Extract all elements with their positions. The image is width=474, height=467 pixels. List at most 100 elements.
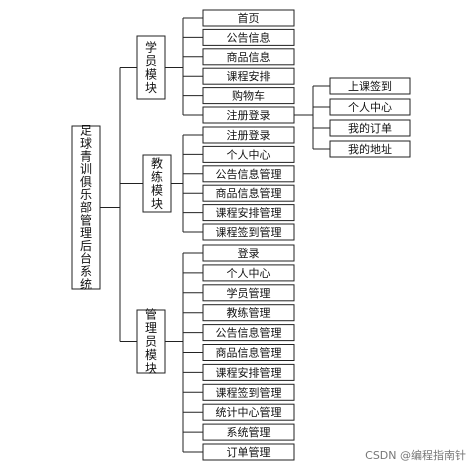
module-2-item-label: 课程安排管理 <box>216 206 282 220</box>
sub-item: 个人中心 <box>329 98 411 116</box>
module-3-item-box <box>202 363 295 381</box>
module-3-item: 公告信息管理 <box>202 324 295 342</box>
module-1-box <box>136 35 166 100</box>
module-3-char: 员 <box>145 335 157 349</box>
sub-item-label: 个人中心 <box>348 101 392 114</box>
module-1-char: 模 <box>145 67 157 81</box>
root-node-char: 部 <box>80 200 92 215</box>
module-3-item: 系统管理 <box>202 423 295 441</box>
root-node-box <box>71 125 101 290</box>
module-3-char: 理 <box>145 321 157 335</box>
sub-item-box <box>329 119 411 137</box>
module-2-item: 课程签到管理 <box>202 223 295 241</box>
root-node-char: 球 <box>80 137 92 151</box>
module-3-item-label: 公告信息管理 <box>216 326 282 340</box>
module-2-char: 块 <box>151 197 163 211</box>
root-node-label: 足球青训俱乐部管理后台系统 <box>80 124 92 292</box>
sub-item-box <box>329 98 411 116</box>
module-1-item-label: 购物车 <box>232 89 265 103</box>
module-1-item-label: 课程安排 <box>227 69 271 83</box>
module-1-item-box <box>202 87 295 105</box>
module-3-char: 管 <box>145 307 157 322</box>
module-2-item-box <box>202 184 295 202</box>
module-3-item-box <box>202 264 295 282</box>
module-2-item: 注册登录 <box>202 126 295 144</box>
module-2-label: 教练模块 <box>151 155 163 211</box>
module-3-item: 商品信息管理 <box>202 344 295 361</box>
module-1-item: 商品信息 <box>202 48 295 66</box>
module-3-item: 订单管理 <box>202 443 295 461</box>
module-2-box <box>142 154 172 213</box>
root-node-char: 乐 <box>80 188 92 202</box>
module-1-item-label: 注册登录 <box>227 108 271 122</box>
sub-item-label: 上课签到 <box>348 79 392 93</box>
module-1-item-box <box>202 28 295 46</box>
module-1-char: 块 <box>145 81 157 95</box>
module-1-item-label: 公告信息 <box>227 30 271 44</box>
module-1-item: 首页 <box>202 9 295 27</box>
module-2-item-label: 注册登录 <box>227 128 271 142</box>
module-3-item: 登录 <box>202 244 295 262</box>
root-node-char: 训 <box>80 162 92 176</box>
root-node-char: 理 <box>80 226 92 240</box>
module-2-item: 课程安排管理 <box>202 204 295 222</box>
module-3-item-box <box>202 284 295 302</box>
module-2-item: 商品信息管理 <box>202 184 295 202</box>
module-1-item: 课程安排 <box>202 67 295 85</box>
root-node-char: 后 <box>80 239 92 253</box>
module-2-item: 公告信息管理 <box>202 165 295 183</box>
root-node-char: 统 <box>80 277 92 291</box>
module-3-item-box <box>202 244 295 262</box>
module-2-item-label: 商品信息管理 <box>216 186 282 200</box>
module-3-item-box <box>202 403 295 421</box>
module-3-label: 管理员模块 <box>145 307 157 376</box>
module-3-item-label: 课程签到管理 <box>216 385 282 399</box>
module-3-item-label: 商品信息管理 <box>216 346 282 360</box>
root-node-char: 管 <box>80 212 92 227</box>
module-3-item: 学员管理 <box>202 284 295 302</box>
root-node-char: 青 <box>80 149 92 163</box>
module-3-item: 个人中心 <box>202 264 295 282</box>
module-3-item-label: 个人中心 <box>227 267 271 280</box>
module-1-char: 员 <box>145 54 157 68</box>
module-3-item-label: 统计中心管理 <box>216 405 282 419</box>
module-2-item-box <box>202 126 295 144</box>
module-2-item-label: 课程签到管理 <box>216 225 282 239</box>
module-3-item-box <box>202 383 295 401</box>
module-3-item-label: 订单管理 <box>227 445 271 459</box>
module-3-item-label: 系统管理 <box>227 425 271 439</box>
module-3-item-label: 登录 <box>238 246 260 260</box>
module-1-item-label: 首页 <box>238 11 260 25</box>
module-3-char: 块 <box>145 362 157 376</box>
sub-item-label: 我的订单 <box>348 121 392 135</box>
module-3-item-box <box>202 344 295 361</box>
module-3-char: 模 <box>145 348 157 362</box>
module-2-item-label: 个人中心 <box>227 148 271 161</box>
sub-item-box <box>329 77 411 95</box>
module-2: 教练模块 <box>142 154 172 213</box>
module-2-item-label: 公告信息管理 <box>216 167 282 181</box>
module-1-item-box <box>202 48 295 66</box>
module-2-char: 模 <box>151 183 163 197</box>
module-3-item-label: 教练管理 <box>227 306 271 320</box>
sub-item: 我的地址 <box>329 140 411 158</box>
module-1-item: 公告信息 <box>202 28 295 46</box>
module-1-item: 注册登录 <box>202 106 295 124</box>
root-node-char: 足 <box>80 124 92 138</box>
module-3-item-box <box>202 304 295 322</box>
module-3-item-label: 学员管理 <box>227 286 271 300</box>
sub-item: 上课签到 <box>329 77 411 95</box>
module-1-item-box <box>202 9 295 27</box>
module-3-item-box <box>202 423 295 441</box>
module-2-char: 练 <box>151 169 163 184</box>
module-3-item: 统计中心管理 <box>202 403 295 421</box>
module-3-item: 教练管理 <box>202 304 295 322</box>
module-3-item: 课程签到管理 <box>202 383 295 401</box>
sub-item: 我的订单 <box>329 119 411 137</box>
module-2-item: 个人中心 <box>202 145 295 163</box>
module-3-item: 课程安排管理 <box>202 363 295 381</box>
sub-item-box <box>329 140 411 158</box>
csdn-watermark: CSDN @编程指南针 <box>365 449 466 462</box>
root-node-char: 系 <box>80 265 92 279</box>
